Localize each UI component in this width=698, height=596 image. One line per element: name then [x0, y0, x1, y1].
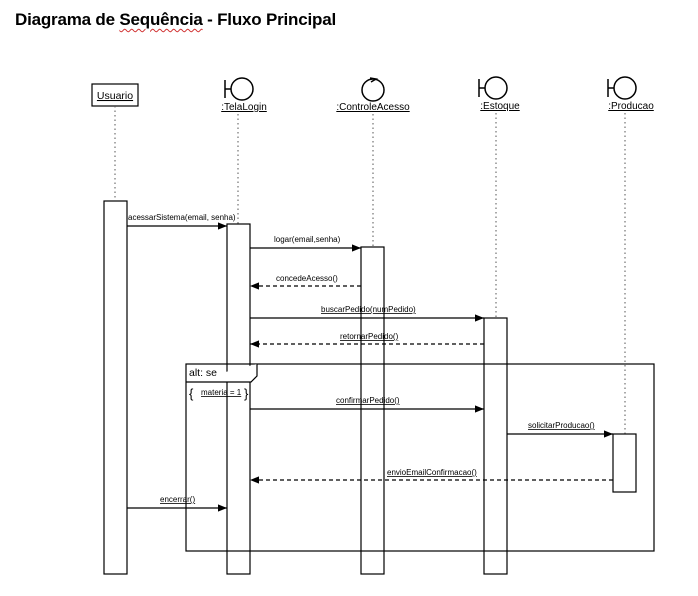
lifeline-controleacesso-head[interactable]: :ControleAcesso: [336, 77, 410, 113]
message-label: retornarPedido(): [340, 332, 399, 341]
message-label: logar(email,senha): [274, 235, 341, 244]
message-label: concedeAcesso(): [276, 274, 338, 283]
alt-operator-label: alt: se: [189, 367, 217, 379]
lifeline-producao-label: :Producao: [608, 101, 654, 112]
guard-close-brace: }: [244, 386, 249, 401]
lifeline-producao-head[interactable]: :Producao: [607, 76, 654, 112]
title-suffix: - Fluxo Principal: [202, 10, 336, 29]
lifeline-controleacesso-label: :ControleAcesso: [336, 102, 410, 113]
activation-estoque: [483, 317, 508, 575]
boundary-icon: [224, 77, 254, 101]
activation-telalogin: [226, 223, 251, 575]
activation-usuario: [103, 200, 128, 575]
message-label: acessarSistema(email, senha): [128, 213, 236, 222]
message-label: envioEmailConfirmacao(): [387, 468, 477, 477]
message-retornarPedido[interactable]: retornarPedido(): [250, 332, 484, 348]
message-label: encerrar(): [160, 495, 195, 504]
message-confirmarPedido[interactable]: confirmarPedido(): [250, 396, 484, 413]
message-concedeAcesso[interactable]: concedeAcesso(): [250, 274, 361, 290]
lifeline-telalogin-label: :TelaLogin: [221, 102, 267, 113]
message-logar[interactable]: logar(email,senha): [250, 235, 361, 252]
control-icon: [361, 77, 385, 102]
title-prefix: Diagrama de: [15, 10, 120, 29]
message-label: buscarPedido(numPedido): [321, 305, 416, 314]
guard-open-brace: {: [189, 386, 194, 401]
boundary-icon: [478, 76, 508, 100]
message-encerrar[interactable]: encerrar(): [127, 495, 227, 512]
lifeline-usuario-label: Usuario: [97, 90, 133, 102]
boundary-icon: [607, 76, 637, 100]
alt-guard-label: materia = 1: [201, 388, 242, 397]
alt-fragment[interactable]: alt: se { materia = 1 }: [185, 363, 655, 552]
message-acessarSistema[interactable]: acessarSistema(email, senha): [127, 213, 236, 230]
message-label: solicitarProducao(): [528, 421, 595, 430]
page-title: Diagrama de Sequência - Fluxo Principal: [15, 10, 336, 30]
message-label: confirmarPedido(): [336, 396, 400, 405]
lifeline-estoque-label: :Estoque: [480, 101, 520, 112]
message-solicitarProducao[interactable]: solicitarProducao(): [507, 421, 613, 438]
lifeline-telalogin-head[interactable]: :TelaLogin: [221, 77, 267, 113]
lifeline-usuario-head[interactable]: Usuario: [91, 83, 139, 107]
activation-controleacesso: [360, 246, 385, 575]
title-underlined-word: Sequência: [119, 10, 203, 29]
message-envioEmailConfirmacao[interactable]: envioEmailConfirmacao(): [250, 468, 613, 484]
activation-producao: [612, 433, 637, 493]
lifeline-estoque-head[interactable]: :Estoque: [478, 76, 520, 112]
message-buscarPedido[interactable]: buscarPedido(numPedido): [250, 305, 484, 322]
